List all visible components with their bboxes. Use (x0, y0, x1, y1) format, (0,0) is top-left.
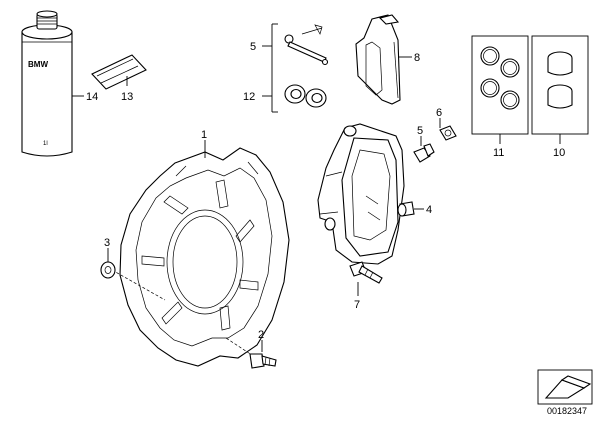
brake-pad[interactable] (355, 14, 401, 105)
caliper-bolt[interactable] (349, 261, 383, 284)
callout-7: 7 (354, 299, 360, 311)
callout-6: 6 (436, 107, 442, 119)
brake-disc[interactable] (119, 147, 290, 367)
callout-5: 5 (250, 41, 256, 53)
brake-fluid-can[interactable]: BMW 1l (21, 10, 73, 157)
seal-kit[interactable] (284, 84, 327, 108)
callout-12: 12 (243, 91, 255, 103)
piston-box[interactable] (531, 35, 589, 144)
brake-caliper[interactable] (317, 123, 405, 265)
callout-5b: 5 (417, 125, 423, 137)
view-orientation-icon (537, 369, 593, 405)
can-brand-text: BMW (28, 60, 48, 69)
callout-11: 11 (493, 147, 504, 159)
callout-1: 1 (201, 129, 207, 141)
callout-4: 4 (426, 204, 432, 216)
seal-ring-box[interactable] (471, 35, 529, 144)
grease-tube[interactable] (91, 54, 147, 90)
pad-pin-and-seal-group (262, 23, 278, 113)
callout-14: 14 (86, 91, 98, 103)
callout-2: 2 (258, 329, 264, 341)
caliper-bleed-nipple[interactable] (413, 143, 435, 163)
washer[interactable] (100, 261, 116, 279)
pad-pin[interactable] (284, 24, 329, 66)
disc-bolt[interactable] (249, 353, 277, 369)
callout-3: 3 (104, 237, 110, 249)
can-volume-text: 1l (43, 141, 48, 147)
callout-8: 8 (414, 52, 420, 64)
bleed-cap[interactable] (439, 125, 457, 141)
callout-10: 10 (553, 147, 565, 159)
callout-13: 13 (121, 91, 133, 103)
drawing-number: 00182347 (547, 406, 587, 416)
bleed-valve[interactable] (397, 201, 415, 217)
